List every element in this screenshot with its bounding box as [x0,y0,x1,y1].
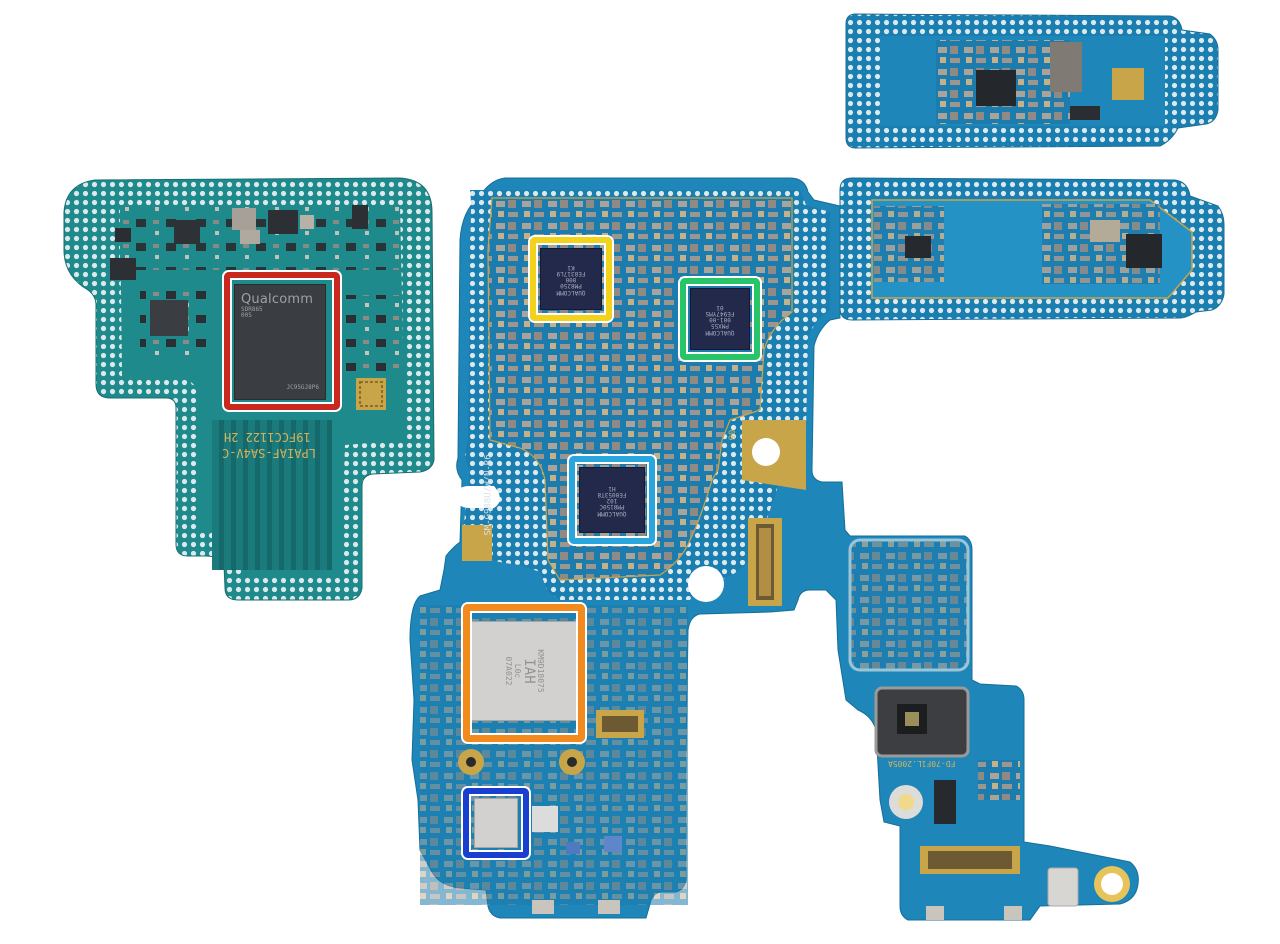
left-board-silkscreen-2: LPAIAF-SA4V-C [222,446,316,460]
highlight-yellow [530,237,612,321]
highlight-cyan [569,456,655,544]
top-right-board-1 [845,13,1219,149]
small-module-shield [474,798,518,848]
highlight-blue [463,788,529,858]
main-board-model-silkscreen: SM-G988U/W/N-R6 [483,454,494,536]
top-right-board-2 [839,177,1225,321]
camera-silkscreen: FD-70F1L.2005A [888,759,956,768]
qualcomm-logo-text: Qualcomm [241,292,314,307]
left-board-silkscreen-1: 19FCC1122 2H [224,430,311,444]
main-board-small-silkscreen: 06 [725,429,736,441]
highlight-green [680,278,760,360]
highlight-red [224,272,340,410]
highlight-orange [463,604,585,742]
sdr865-chip: Qualcomm SDR865 005 JC95GJ8P6 [234,284,326,400]
